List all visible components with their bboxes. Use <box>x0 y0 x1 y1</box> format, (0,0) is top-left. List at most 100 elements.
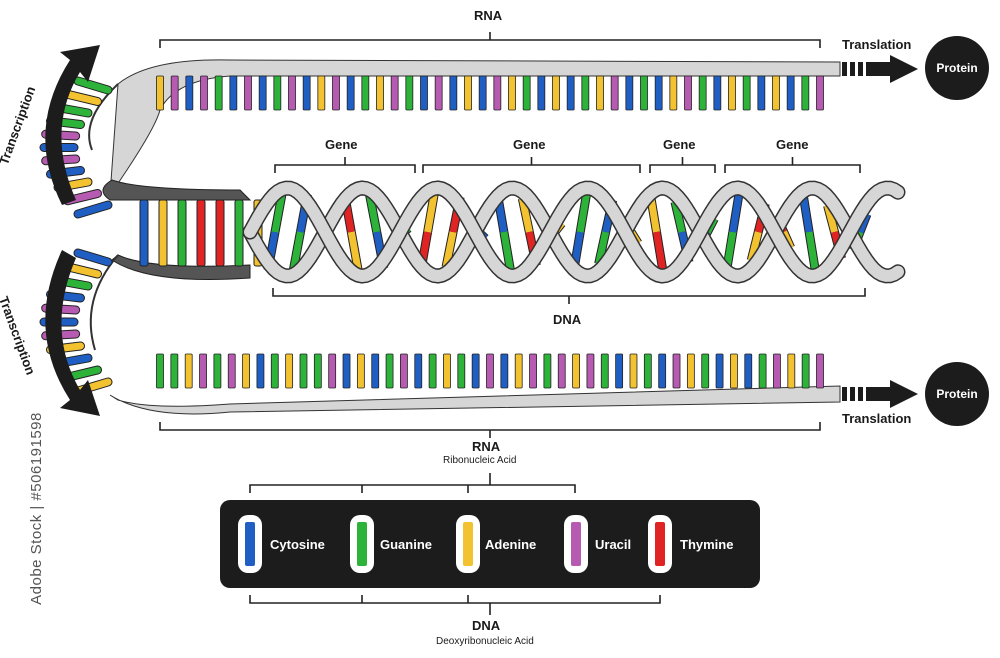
legend-label-guanine: Guanine <box>380 537 433 552</box>
helix-base-guanine <box>500 231 515 274</box>
rna-bottom-base-guanine <box>600 353 609 389</box>
legend-swatch-guanine <box>357 522 367 566</box>
rna-top-base-cytosine <box>420 75 428 111</box>
rna-bottom-base-uracil <box>672 353 681 389</box>
rna-bottom-base-guanine <box>270 353 279 389</box>
rna-top-base-cytosine <box>566 75 575 111</box>
rna-top-base-guanine <box>801 75 810 111</box>
legend-swatch-cytosine <box>245 522 255 566</box>
rna-bottom-base-guanine <box>156 353 164 389</box>
rna-top-base-adenine <box>552 75 560 111</box>
arrow-head <box>866 380 918 408</box>
rna-top-base-cytosine <box>537 75 546 111</box>
rna-top-base-cytosine <box>449 75 458 111</box>
ladder-base-cytosine <box>139 199 149 267</box>
rna-top-base-adenine <box>156 75 164 111</box>
arc-top-base-cytosine <box>74 201 112 218</box>
arrow-dash <box>842 387 847 401</box>
gene-bracket-4 <box>724 157 861 173</box>
rna-bottom-base-uracil <box>773 353 781 389</box>
legend-label-cytosine: Cytosine <box>270 537 325 552</box>
rna-bottom-base-cytosine <box>615 353 624 389</box>
rna-top-base-cytosine <box>185 75 194 111</box>
rna-top-base-cytosine <box>478 75 487 111</box>
gene-label-4: Gene <box>776 137 809 152</box>
rna-bottom-base-cytosine <box>371 353 380 389</box>
rna-top-base-cytosine <box>258 75 267 111</box>
rna-bottom-base-guanine <box>801 353 810 389</box>
rna-top-base-adenine <box>772 75 780 111</box>
arc-bottom-base-cytosine <box>74 249 112 266</box>
gene-bracket-1 <box>274 157 416 173</box>
rna-top-base-guanine <box>581 75 590 111</box>
translation-top-label: Translation <box>842 37 912 52</box>
rna-top-base-guanine <box>640 75 648 111</box>
rna-bottom-base-guanine <box>428 353 437 389</box>
watermark: Adobe Stock | #506191598 <box>27 412 45 605</box>
rna-bottom-base-adenine <box>787 353 796 389</box>
rna-top-base-uracil <box>288 75 296 111</box>
rna-bottom-bracket <box>159 422 821 438</box>
ladder-base-thymine <box>196 199 206 267</box>
rna-bottom-base-cytosine <box>658 353 667 389</box>
rna-top-base-adenine <box>596 75 604 111</box>
arrow-head <box>866 55 918 83</box>
rna-bottom-base-adenine <box>184 353 193 389</box>
translation-arrow-top <box>842 55 918 83</box>
rna-bottom-base-adenine <box>356 353 365 389</box>
rna-top-base-uracil <box>684 75 692 111</box>
rna-bottom-base-adenine <box>443 353 451 389</box>
rna-top-base-guanine <box>742 75 751 111</box>
rna-top-base-cytosine <box>302 75 311 111</box>
ladder-base-thymine <box>215 199 225 267</box>
legend-swatch-uracil <box>571 522 581 566</box>
rna-top-backbone <box>109 59 841 197</box>
ladder-base-guanine <box>234 199 244 267</box>
dna-strand-1 <box>244 181 904 283</box>
rna-bottom-base-uracil <box>400 353 408 389</box>
protein-top-label: Protein <box>936 61 978 75</box>
rna-legend-label: RNA <box>472 439 501 454</box>
rna-bottom-base-cytosine <box>414 353 423 389</box>
rna-bottom-base-cytosine <box>256 353 265 389</box>
rna-bottom-base-adenine <box>629 353 638 389</box>
dna-strand-2 <box>244 181 904 283</box>
rna-bottom-base-uracil <box>486 353 494 389</box>
helix-base-adenine <box>347 231 362 272</box>
rna-bottom-base-cytosine <box>471 353 480 389</box>
gene-label-3: Gene <box>663 137 696 152</box>
rna-top-base-adenine <box>376 75 384 111</box>
transcription-arrow-top <box>45 45 100 205</box>
rna-bottom-base-guanine <box>299 353 308 389</box>
legend-label-thymine: Thymine <box>680 537 734 552</box>
legend-label-uracil: Uracil <box>595 537 632 552</box>
legend-rna-connector <box>249 473 576 493</box>
unwound-strand-top <box>102 179 252 201</box>
legend-dna-connector <box>249 595 661 615</box>
gene-label-1: Gene <box>325 137 358 152</box>
rna-bottom-base-uracil <box>586 353 595 389</box>
helix-base-adenine <box>442 231 457 268</box>
gene-bracket-3 <box>649 157 716 173</box>
protein-bottom-label: Protein <box>936 387 978 401</box>
rna-bottom-base-adenine <box>572 353 580 389</box>
dna-bracket <box>272 288 866 304</box>
translation-arrow-bottom <box>842 380 918 408</box>
protein-top: Protein <box>925 36 989 100</box>
rna-bottom-base-uracil <box>227 353 236 389</box>
rna-bottom-base-adenine <box>514 353 523 389</box>
rna-bottom-base-guanine <box>170 353 179 389</box>
rna-bottom-base-cytosine <box>342 353 351 389</box>
arrow-dash <box>850 62 855 76</box>
transcription-arrow-bottom <box>45 250 100 416</box>
rna-top-base-uracil <box>390 75 399 111</box>
helix-base-guanine <box>671 201 686 233</box>
helix-base-guanine <box>289 231 304 271</box>
rna-bottom-base-guanine <box>385 353 394 389</box>
rna-top-base-cytosine <box>229 75 238 111</box>
translation-bottom-label: Translation <box>842 411 912 426</box>
rna-top-label: RNA <box>474 8 503 23</box>
legend-label-adenine: Adenine <box>485 537 537 552</box>
rna-top-base-uracil <box>170 75 179 111</box>
rna-top-base-uracil <box>434 75 443 111</box>
